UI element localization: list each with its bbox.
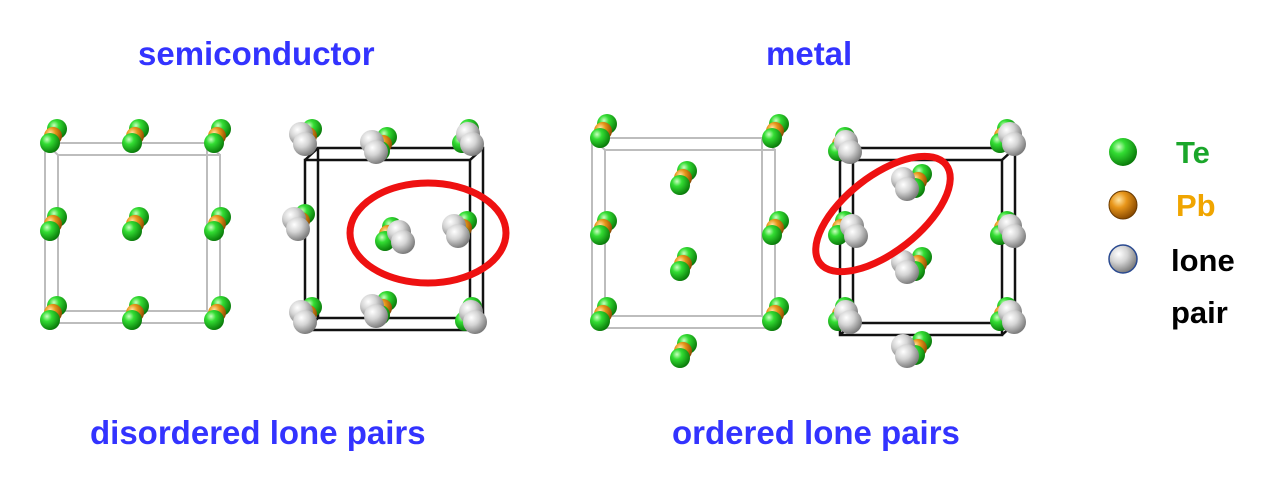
lone-pair-atom	[364, 140, 388, 164]
te-atom	[122, 133, 142, 153]
lone-pair-legend-marker	[1108, 244, 1138, 274]
te-atom	[590, 225, 610, 245]
ordered-caption: ordered lone pairs	[672, 414, 960, 451]
te-atom	[670, 175, 690, 195]
te-atom	[670, 261, 690, 281]
lone-pair-atom	[446, 224, 470, 248]
lone-pair-atom	[293, 132, 317, 156]
te-atom	[762, 311, 782, 331]
lone-pair-atom	[895, 344, 919, 368]
lone-pair-legend-label-line2: pair	[1171, 295, 1228, 330]
te-atom	[40, 221, 60, 241]
te-legend-marker	[1109, 138, 1137, 166]
te-atom	[762, 225, 782, 245]
pb-legend-marker	[1108, 190, 1138, 220]
te-atom	[122, 221, 142, 241]
highlight-ellipse-ordered	[812, 152, 954, 276]
te-atom	[590, 311, 610, 331]
te-atom	[122, 310, 142, 330]
lone-pair-atom	[293, 310, 317, 334]
te-atom	[40, 133, 60, 153]
semiconductor-title: semiconductor	[138, 35, 375, 72]
te-atom	[204, 133, 224, 153]
te-atom	[204, 221, 224, 241]
te-atom	[204, 310, 224, 330]
te-atom	[670, 348, 690, 368]
pb-legend-label: Pb	[1176, 188, 1216, 223]
lone-pair-atom	[895, 260, 919, 284]
disordered-caption: disordered lone pairs	[90, 414, 426, 451]
lone-pair-legend-label-line1: lone	[1171, 243, 1235, 278]
lone-pair-atom	[838, 310, 862, 334]
lone-pair-atom	[391, 230, 415, 254]
lone-pair-atom	[463, 310, 487, 334]
lone-pair-atom	[1002, 132, 1026, 156]
lone-pair-atom	[286, 217, 310, 241]
lone-pair-atom	[838, 140, 862, 164]
lone-pair-atom	[460, 132, 484, 156]
lone-pair-atom	[1002, 310, 1026, 334]
lone-pair-atom	[1002, 224, 1026, 248]
atom-layer	[40, 114, 1026, 368]
te-atom	[40, 310, 60, 330]
te-legend-label: Te	[1176, 135, 1210, 170]
te-atom	[762, 128, 782, 148]
lone-pair-atom	[844, 224, 868, 248]
metal-title: metal	[766, 35, 853, 72]
lone-pair-atom	[364, 304, 388, 328]
te-atom	[590, 128, 610, 148]
lone-pair-atom	[895, 177, 919, 201]
highlight-ellipse-disordered	[346, 179, 510, 287]
